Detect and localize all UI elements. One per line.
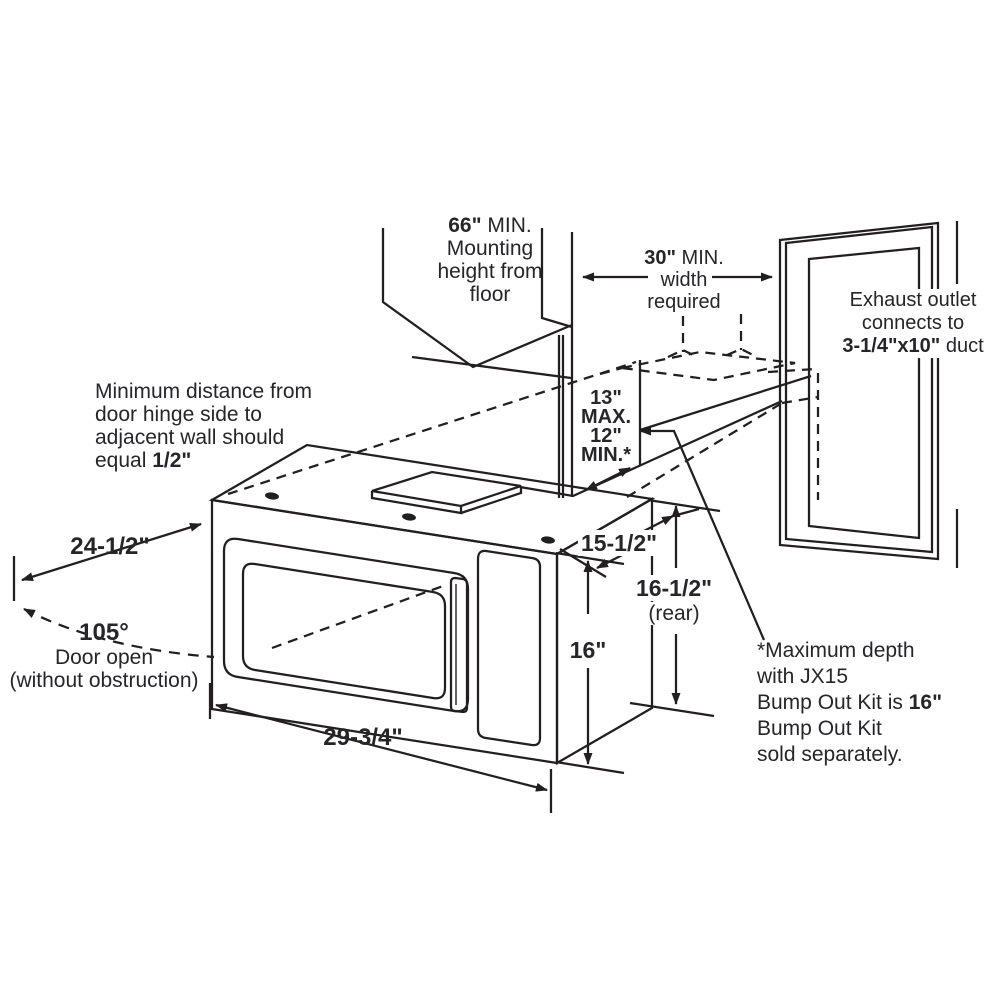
top-mounting-plate [370,470,523,515]
top-depth-dim: 15-1/2" [577,530,661,557]
microwave-body [208,443,656,765]
exhaust-wall-panel [778,221,959,568]
front-height-dim: 16" [566,637,610,664]
door-open-label: 105° Door open (without obstruction) [9,619,199,693]
wall-corner-lines [411,232,812,498]
door-handle [449,576,469,714]
door-open-angle: 105° [79,619,129,646]
top-vent-holes [265,492,555,544]
cabinet-depth-label: 13" MAX. 12" MIN.* [581,387,631,466]
bump-out-note: *Maximum depth with JX15 Bump Out Kit is… [757,639,943,766]
front-width-dim: 29-3/4" [323,724,403,751]
door-swing-arc [23,607,215,659]
depth-max-value: 13" [590,387,622,409]
hidden-duct-lines [227,314,820,650]
depth-min-value: 12" [590,425,622,447]
door-window [241,562,447,700]
door-swing-depth-dim: 24-1/2" [70,533,150,560]
rear-height-dim: 16-1/2" (rear) [632,575,716,625]
control-panel [476,549,542,747]
width-required-label: 30" MIN. width required [644,247,724,313]
mounting-height-pointer [381,228,573,369]
dimension-lines [12,272,773,813]
mounting-height-label: 66" MIN. Mounting height from floor [437,214,543,306]
bump-out-depth-value: 16" [908,691,943,714]
exhaust-outlet-label: Exhaust outlet connects to 3-1/4"x10" du… [839,289,987,358]
mounting-height-value: 66" [448,214,482,237]
duct-size-value: 3-1/4"x10" [842,335,941,357]
hinge-gap-value: 1/2" [152,449,192,472]
min-distance-label: Minimum distance from door hinge side to… [95,380,313,472]
width-required-value: 30" [644,247,676,269]
